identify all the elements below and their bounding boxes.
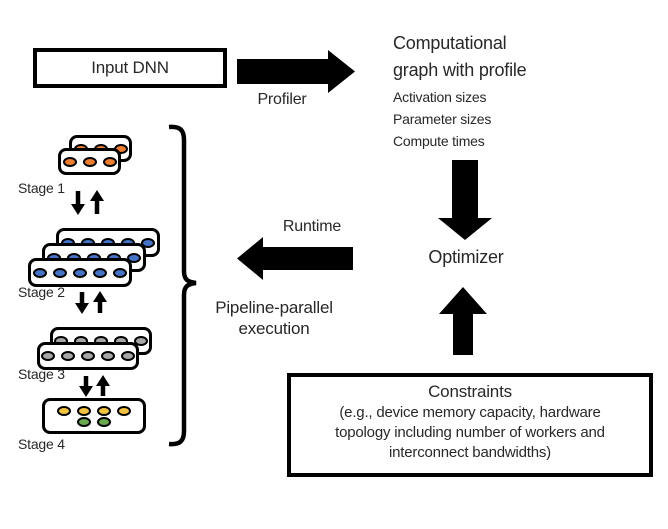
green-neuron-dot <box>77 416 91 427</box>
stage-2-label: Stage 2 <box>18 284 65 300</box>
neuron-row <box>41 351 135 361</box>
gray-neuron-dot <box>41 351 55 361</box>
stage-card <box>42 398 146 434</box>
input-dnn-box: Input DNN <box>33 48 227 88</box>
neuron-row <box>77 416 111 427</box>
detail-activation-sizes: Activation sizes <box>393 89 487 105</box>
orange-neuron-dot <box>102 156 117 167</box>
stage-4-label: Stage 4 <box>18 436 65 452</box>
yellow-neuron-dot <box>117 405 131 416</box>
pipeline-execution-label: Pipeline-parallel execution <box>215 298 333 338</box>
stage-card <box>28 258 132 287</box>
stage-card <box>37 342 139 370</box>
constraints-title: Constraints <box>428 382 512 401</box>
blue-neuron-dot <box>33 267 47 278</box>
neuron-row <box>62 156 117 167</box>
stages-bracket <box>168 124 197 447</box>
gray-neuron-dot <box>134 336 148 346</box>
green-neuron-dot <box>97 416 111 427</box>
gray-neuron-dot <box>81 351 95 361</box>
detail-compute-times: Compute times <box>393 133 485 149</box>
constraints-body-line: interconnect bandwidths) <box>389 444 551 461</box>
neuron-row <box>33 267 127 278</box>
profiler-label: Profiler <box>257 91 307 108</box>
yellow-neuron-dot <box>77 405 91 416</box>
comp-graph-details: Activation sizes Parameter sizes Compute… <box>393 86 491 152</box>
orange-neuron-dot <box>82 156 97 167</box>
detail-parameter-sizes: Parameter sizes <box>393 111 492 127</box>
input-dnn-label: Input DNN <box>91 58 169 77</box>
blue-neuron-dot <box>73 267 87 278</box>
stage-3-label: Stage 3 <box>18 366 65 382</box>
yellow-neuron-dot <box>57 405 71 416</box>
gray-neuron-dot <box>121 351 135 361</box>
comp-graph-title: Computational graph with profile <box>393 33 527 80</box>
orange-neuron-dot <box>62 156 77 167</box>
blue-neuron-dot <box>93 267 107 278</box>
neuron-row <box>57 405 131 416</box>
constraints-body-line: (e.g., device memory capacity, hardware <box>339 404 601 421</box>
gray-neuron-dot <box>61 351 75 361</box>
runtime-arrow <box>237 237 353 280</box>
stage-card <box>58 148 121 175</box>
graph-to-optimizer-arrow <box>438 160 492 240</box>
blue-neuron-dot <box>113 267 127 278</box>
profiler-arrow <box>237 50 355 93</box>
blue-neuron-dot <box>127 252 141 263</box>
constraints-to-optimizer-arrow <box>439 287 487 355</box>
optimizer-label: Optimizer <box>428 247 504 267</box>
blue-neuron-dot <box>141 237 155 248</box>
yellow-neuron-dot <box>97 405 111 416</box>
constraints-box: Constraints (e.g., device memory capacit… <box>287 373 653 477</box>
stage-1-label: Stage 1 <box>18 180 65 196</box>
runtime-label: Runtime <box>282 218 342 235</box>
blue-neuron-dot <box>53 267 67 278</box>
gray-neuron-dot <box>101 351 115 361</box>
constraints-body-line: topology including number of workers and <box>335 424 605 441</box>
